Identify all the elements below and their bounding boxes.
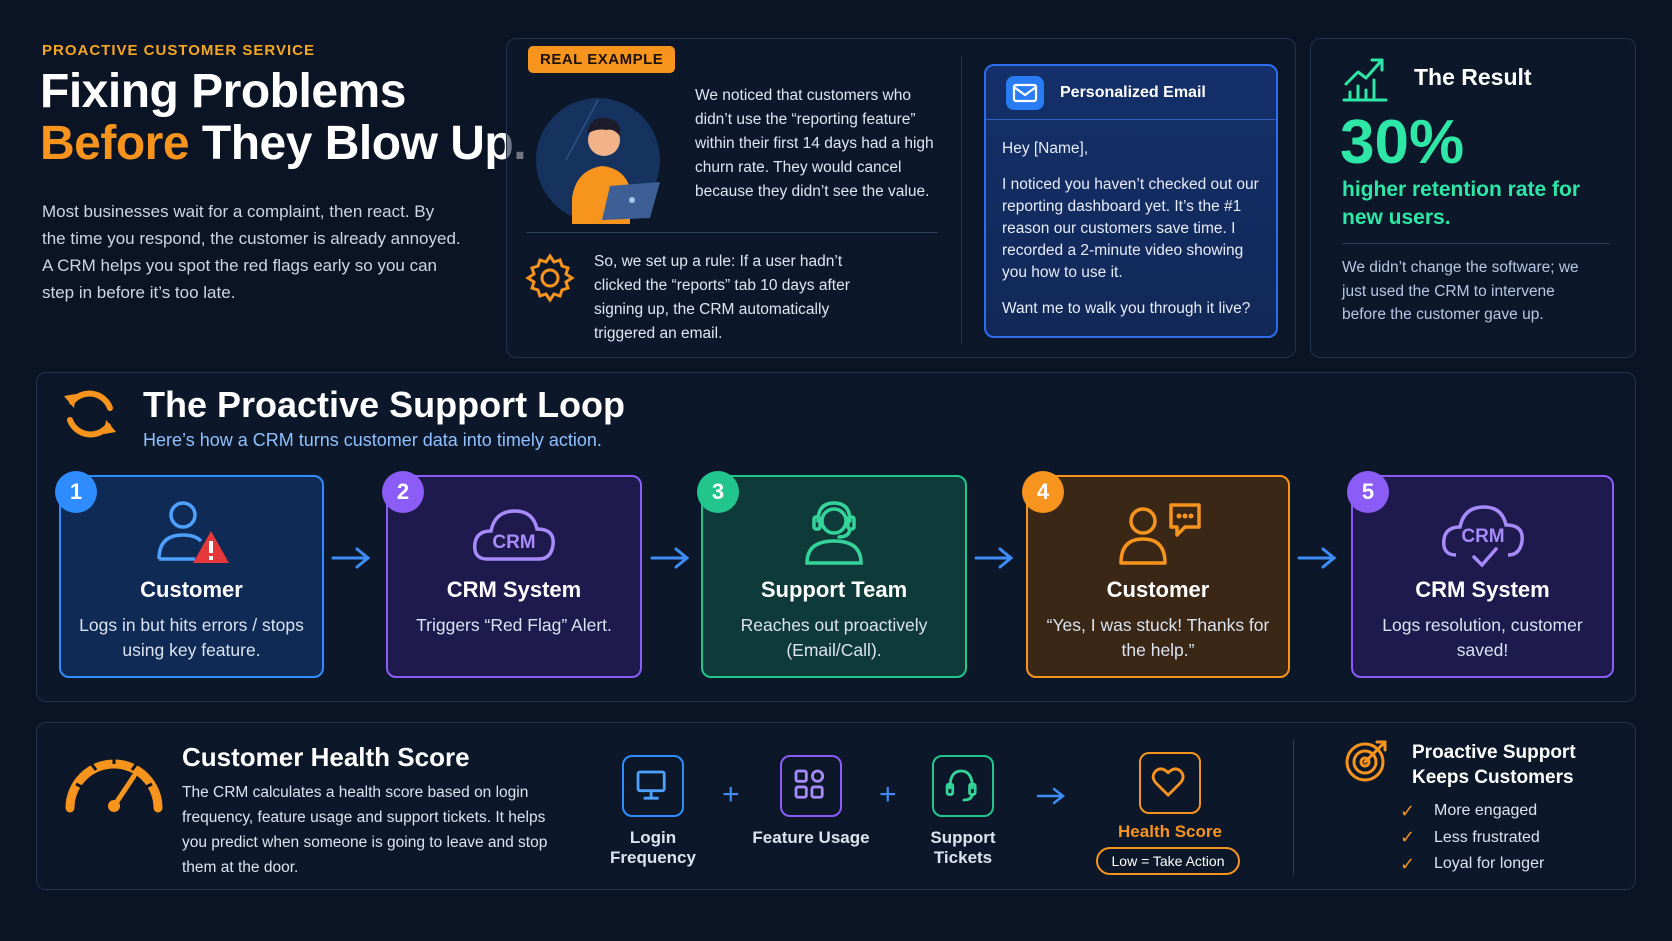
list-item-label: Less frustrated (1434, 828, 1540, 846)
step-title: CRM System (446, 577, 582, 602)
hero-title-line2: Before They Blow Up. (40, 117, 527, 170)
step-number: 4 (1022, 471, 1064, 513)
refresh-loop-icon (64, 390, 116, 438)
loop-title: The Proactive Support Loop (143, 384, 626, 425)
monitor-icon (622, 755, 684, 817)
step-description: Logs resolution, customer saved! (1382, 615, 1583, 660)
check-icon: ✓ (1400, 800, 1416, 821)
check-icon: ✓ (1400, 853, 1416, 874)
step-title: Customer (140, 577, 243, 602)
health-score-pill: Low = Take Action (1096, 847, 1240, 875)
plus-sign: + (722, 778, 740, 811)
health-score-label: Health Score (1118, 822, 1222, 841)
factor-label: Support Tickets (930, 828, 996, 867)
real-example-badge: REAL EXAMPLE (528, 46, 676, 73)
step-title: CRM System (1415, 577, 1550, 602)
target-icon (1345, 740, 1387, 782)
list-item: ✓ Less frustrated (1400, 825, 1544, 852)
gauge-icon (65, 754, 163, 813)
person-laptop-icon (536, 98, 660, 224)
user-chat-icon (1119, 503, 1201, 565)
result-value: 30% (1340, 108, 1465, 177)
factor-login-frequency: Login Frequency (593, 755, 713, 868)
step-number: 3 (697, 471, 739, 513)
user-warning-icon (156, 501, 229, 563)
step-title: Customer (1106, 577, 1210, 602)
result-description: We didn’t change the software; we just u… (1342, 259, 1579, 323)
step-description: “Yes, I was stuck! Thanks for the help.” (1046, 615, 1270, 660)
heart-icon (1139, 752, 1201, 814)
step-description: Triggers “Red Flag” Alert. (416, 615, 612, 635)
loop-step-2: 2 CRM CRM System Triggers “Red Flag” Ale… (382, 471, 642, 678)
result-title: The Result (1414, 64, 1532, 90)
plus-sign: + (879, 778, 897, 811)
loop-step-5: 5 CRM CRM System Logs resolution, custom… (1347, 471, 1614, 678)
personalized-email-card: Personalized Email Hey [Name], I noticed… (984, 64, 1278, 338)
hero-title-rest: They Blow Up. (189, 117, 527, 170)
list-item-label: More engaged (1434, 802, 1538, 820)
crm-cloud-icon: CRM (473, 509, 555, 561)
list-item: ✓ More engaged (1400, 798, 1544, 825)
arrow-right-icon (331, 547, 371, 569)
mail-icon (1006, 76, 1044, 110)
example-text-1: We noticed that customers who didn’t use… (695, 87, 934, 200)
list-item: ✓ Loyal for longer (1400, 851, 1544, 878)
health-score-description: The CRM calculates a health score based … (182, 784, 548, 876)
check-icon: ✓ (1400, 827, 1416, 848)
health-vertical-divider (1293, 740, 1294, 875)
gear-icon (525, 253, 575, 303)
health-score-title: Customer Health Score (182, 742, 470, 772)
keeps-list: ✓ More engaged ✓ Less frustrated ✓ Loyal fo… (1400, 798, 1544, 878)
email-title: Personalized Email (1060, 84, 1206, 101)
loop-step-3: 3 Support Team Reaches out proactively (… (697, 471, 967, 678)
crm-label: CRM (492, 532, 535, 553)
email-message: I noticed you haven’t checked out our re… (1002, 176, 1259, 281)
crm-check-icon: CRM (1441, 505, 1524, 568)
growth-chart-icon (1342, 58, 1388, 102)
result-subtitle: higher retention rate for new users. (1342, 178, 1581, 229)
headset-agent-icon (805, 501, 863, 565)
example-divider (526, 232, 938, 233)
email-closing: Want me to walk you through it live? (1002, 300, 1251, 317)
hero-title: Fixing Problems Before They Blow Up. (40, 65, 527, 170)
step-description: Logs in but hits errors / stops using ke… (79, 615, 304, 660)
example-vertical-divider (961, 56, 962, 344)
result-panel (1310, 38, 1636, 358)
loop-step-1: 1 Customer Logs in but hits errors / sto… (55, 471, 324, 678)
arrow-right-icon (1036, 787, 1066, 805)
hero-title-line1: Fixing Problems (40, 65, 406, 118)
factor-support-tickets: Support Tickets (903, 755, 1023, 868)
health-panel (36, 722, 1636, 890)
step-number: 5 (1347, 471, 1389, 513)
email-header: Personalized Email (986, 66, 1276, 120)
email-body: Hey [Name], I noticed you haven’t checke… (1002, 138, 1264, 334)
arrow-right-icon (974, 547, 1014, 569)
list-item-label: Loyal for longer (1434, 855, 1545, 873)
factor-feature-usage: Feature Usage (751, 755, 871, 848)
headset-icon (932, 755, 994, 817)
loop-subtitle: Here’s how a CRM turns customer data int… (143, 430, 602, 450)
arrow-right-icon (1297, 547, 1337, 569)
loop-step-4: 4 Customer “Yes, I was stuck! Thanks for… (1022, 471, 1290, 678)
crm-label: CRM (1461, 526, 1504, 547)
example-text-2: So, we set up a rule: If a user hadn’t c… (594, 253, 850, 342)
hero-title-accent: Before (40, 117, 190, 170)
keeps-customers-title: Proactive Support Keeps Customers (1412, 742, 1576, 788)
apps-grid-icon (780, 755, 842, 817)
hero-description: Most businesses wait for a complaint, th… (42, 202, 461, 302)
result-divider (1342, 243, 1610, 244)
step-number: 1 (55, 471, 97, 513)
factor-label: Login Frequency (610, 828, 696, 867)
eyebrow: PROACTIVE CUSTOMER SERVICE (42, 42, 315, 59)
step-number: 2 (382, 471, 424, 513)
factor-label: Feature Usage (752, 828, 870, 847)
email-greeting: Hey [Name], (1002, 140, 1089, 157)
arrow-right-icon (650, 547, 690, 569)
step-title: Support Team (760, 577, 908, 602)
step-description: Reaches out proactively (Email/Call). (740, 615, 928, 660)
